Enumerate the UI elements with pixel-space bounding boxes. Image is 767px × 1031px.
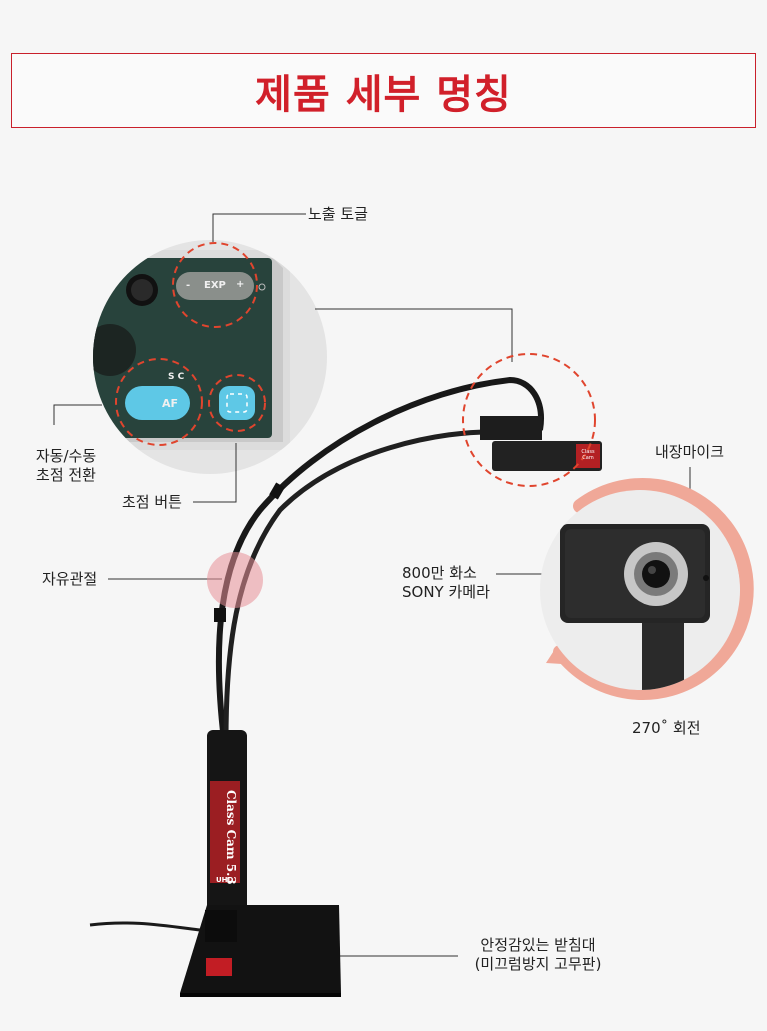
af-switch-line2: 초점 전환 (36, 466, 96, 484)
camera-line1: 800만 화소 (402, 564, 477, 582)
base (89, 905, 341, 997)
control-panel-zoom (93, 240, 327, 474)
joint-label: 자유관절 (42, 570, 98, 588)
builtin-mic-label: 내장마이크 (655, 443, 725, 461)
camera-head (462, 353, 602, 487)
camera-label: 800만 화소 SONY 카메라 (402, 564, 490, 602)
exposure-toggle-label: 노출 토글 (308, 205, 368, 223)
exp-minus: - (186, 280, 191, 291)
callout-lines (53, 213, 691, 957)
stem-label: Class Cam 5.3 (224, 790, 238, 885)
uhd-label: UHD (216, 876, 234, 884)
head-brand: Class Cam (581, 449, 595, 461)
title-box: 제품 세부 명칭 (11, 53, 756, 128)
exp-label: EXP (204, 280, 226, 291)
exp-plus: + (236, 279, 245, 290)
focus-button-label: 초점 버튼 (122, 493, 182, 511)
sc-label: S C (168, 372, 185, 382)
camera-rotation-view (540, 477, 754, 700)
page-title: 제품 세부 명칭 (255, 71, 512, 118)
stand-line2: (미끄럼방지 고무판) (474, 955, 602, 973)
stand-label: 안정감있는 받침대 (미끄럼방지 고무판) (458, 936, 618, 974)
af-switch-label: 자동/수동 초점 전환 (22, 447, 110, 485)
stand-line1: 안정감있는 받침대 (480, 936, 596, 954)
joint-highlight (207, 552, 263, 608)
af-label: AF (162, 397, 179, 410)
af-switch-line1: 자동/수동 (35, 447, 97, 465)
stem (207, 730, 247, 940)
camera-line2: SONY 카메라 (402, 583, 490, 601)
gooseneck (214, 376, 544, 741)
rotation-label: 270˚ 회전 (632, 719, 701, 737)
